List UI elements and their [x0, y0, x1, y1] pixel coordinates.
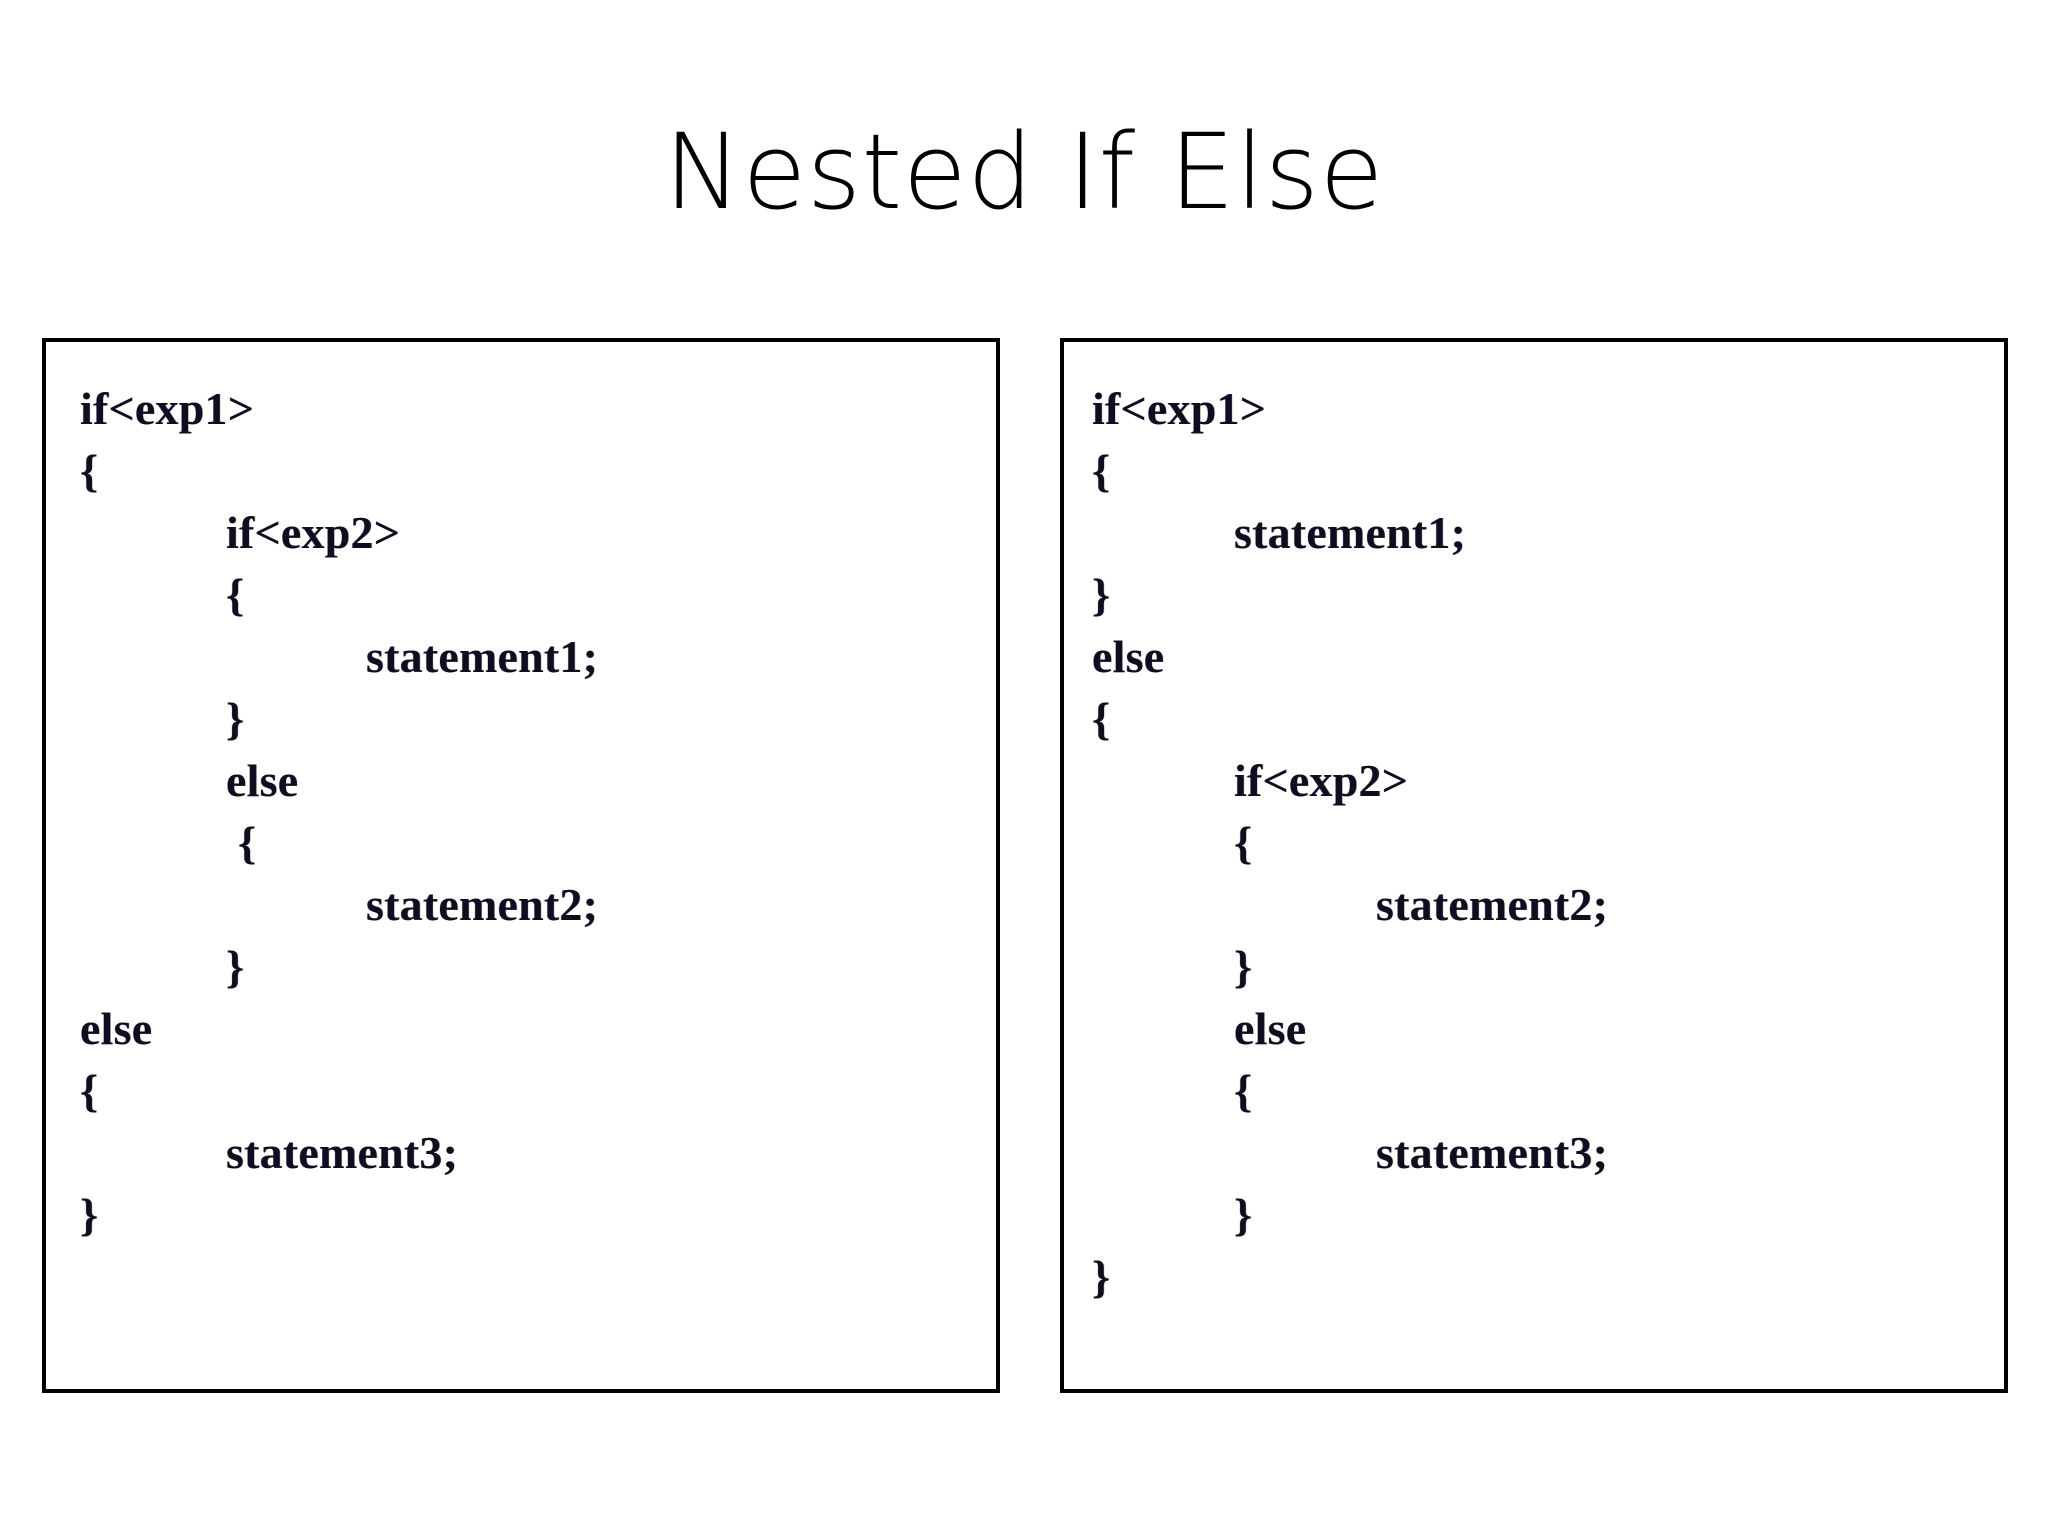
- code-line: }: [1092, 1251, 1111, 1302]
- code-line: if<exp2>: [226, 507, 401, 558]
- code-line: }: [226, 693, 245, 744]
- code-line: else: [1234, 1003, 1307, 1054]
- code-line: }: [226, 941, 245, 992]
- code-line: statement2;: [1376, 879, 1609, 930]
- code-line: {: [1092, 693, 1111, 744]
- code-line: {: [80, 445, 99, 496]
- code-line: if<exp1>: [80, 383, 255, 434]
- code-line: {: [1234, 1065, 1253, 1116]
- code-line: statement2;: [366, 879, 599, 930]
- code-panel-left: if<exp1> { if<exp2> { statement1;} else { state…: [42, 338, 1000, 1393]
- code-line: if<exp1>: [1092, 383, 1267, 434]
- code-line: {: [1234, 817, 1253, 868]
- code-line: {: [80, 1065, 99, 1116]
- code-line: }: [1092, 569, 1111, 620]
- code-line: statement3;: [1376, 1127, 1609, 1178]
- code-block-left: if<exp1> { if<exp2> { statement1;} else { state…: [46, 342, 996, 1246]
- code-line: if<exp2>: [1234, 755, 1409, 806]
- code-line: {: [226, 569, 245, 620]
- code-line: }: [1234, 941, 1253, 992]
- code-line: {: [238, 817, 257, 868]
- code-line: else: [80, 1003, 153, 1054]
- code-line: statement3;: [226, 1127, 459, 1178]
- code-line: else: [1092, 631, 1165, 682]
- code-line: statement1;: [1234, 507, 1467, 558]
- code-line: statement1;: [366, 631, 599, 682]
- code-block-right: if<exp1> { statement1;} else { if<exp2> { state…: [1064, 342, 2004, 1308]
- code-line: }: [1234, 1189, 1253, 1240]
- code-panel-right: if<exp1> { statement1;} else { if<exp2> { state…: [1060, 338, 2008, 1393]
- code-line: else: [226, 755, 299, 806]
- page-title: Nested If Else: [664, 111, 1384, 233]
- code-line: {: [1092, 445, 1111, 496]
- code-line: }: [80, 1189, 99, 1240]
